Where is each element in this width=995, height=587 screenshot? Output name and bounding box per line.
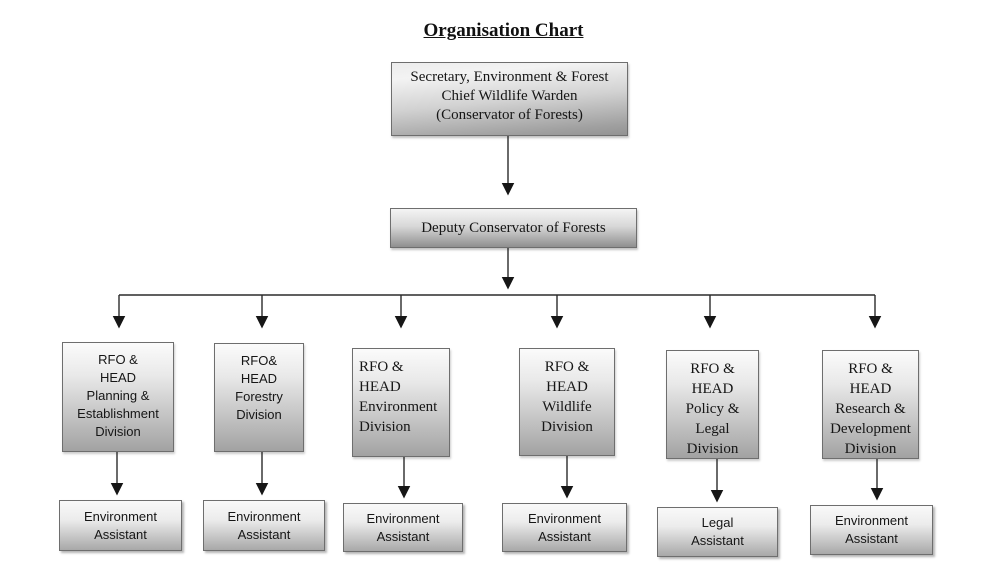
division-box-policy-legal: RFO & HEAD Policy & Legal Division bbox=[666, 350, 759, 459]
division-box-environment: RFO & HEAD Environment Division bbox=[352, 348, 450, 457]
division-box-planning-establishment: RFO & HEAD Planning & Establishment Divi… bbox=[62, 342, 174, 452]
assistant-box-4-environment: Environment Assistant bbox=[502, 503, 627, 552]
assistant-box-6-environment: Environment Assistant bbox=[810, 505, 933, 555]
assistant-box-5-legal: Legal Assistant bbox=[657, 507, 778, 557]
assistant-box-3-environment: Environment Assistant bbox=[343, 503, 463, 552]
assistant-box-1-environment: Environment Assistant bbox=[59, 500, 182, 551]
division-box-forestry: RFO& HEAD Forestry Division bbox=[214, 343, 304, 452]
root-box-secretary: Secretary, Environment & Forest Chief Wi… bbox=[391, 62, 628, 136]
deputy-conservator-box: Deputy Conservator of Forests bbox=[390, 208, 637, 248]
assistant-box-2-environment: Environment Assistant bbox=[203, 500, 325, 551]
division-box-research-development: RFO & HEAD Research & Development Divisi… bbox=[822, 350, 919, 459]
division-box-wildlife: RFO & HEAD Wildlife Division bbox=[519, 348, 615, 456]
page-title: Organisation Chart bbox=[423, 20, 584, 41]
